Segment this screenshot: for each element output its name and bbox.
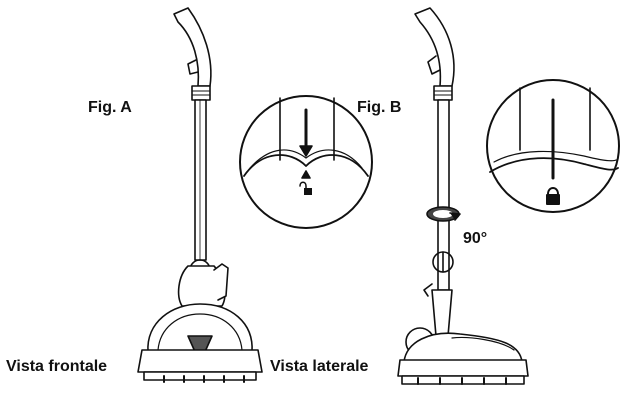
front-handle-trigger bbox=[187, 59, 199, 75]
rotation-degree-label: 90° bbox=[463, 230, 488, 247]
side-handle-trigger bbox=[427, 55, 441, 75]
front-side-knob bbox=[213, 263, 229, 301]
fig-b-label: Fig. B bbox=[357, 99, 402, 116]
side-base-plate bbox=[397, 359, 529, 377]
front-collar bbox=[191, 85, 211, 101]
triangle-marker-icon bbox=[301, 170, 311, 179]
front-head-hood bbox=[147, 303, 253, 353]
side-handle bbox=[414, 7, 455, 87]
side-view-mop bbox=[397, 7, 529, 385]
front-pole bbox=[194, 99, 207, 261]
side-collar bbox=[433, 85, 453, 101]
zoom-circle-locked bbox=[486, 79, 620, 213]
front-view-mop bbox=[137, 7, 263, 383]
fig-a-label: Fig. A bbox=[88, 99, 132, 116]
zoom-circle-unlocked bbox=[239, 95, 373, 229]
locked-padlock-icon bbox=[547, 187, 559, 195]
front-base-plate bbox=[137, 349, 263, 373]
side-view-label: Vista laterale bbox=[270, 358, 369, 375]
front-view-label: Vista frontale bbox=[6, 358, 108, 375]
side-body bbox=[431, 289, 453, 337]
side-head bbox=[403, 332, 523, 363]
unlocked-padlock-icon bbox=[299, 181, 307, 189]
front-handle bbox=[173, 7, 212, 87]
